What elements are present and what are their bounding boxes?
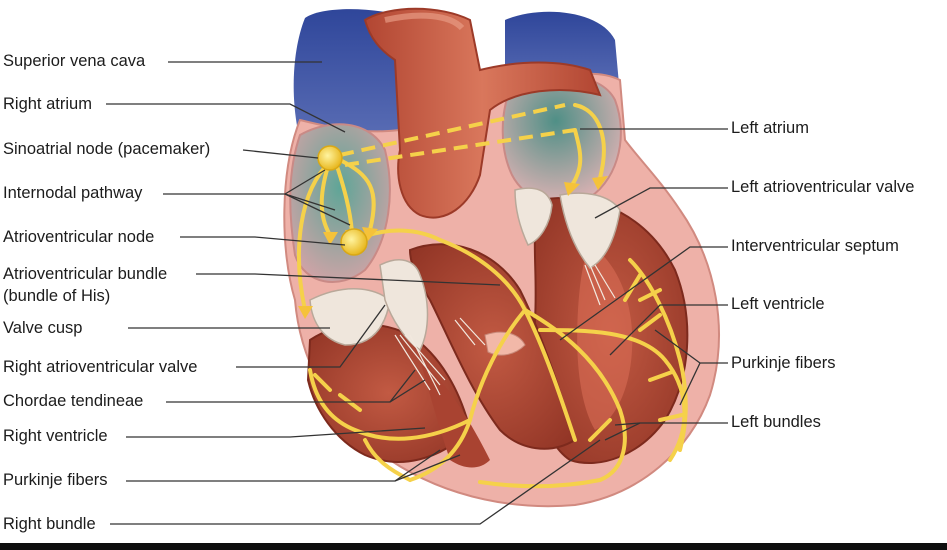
label-right-av-valve: Right atrioventricular valve <box>3 358 198 376</box>
left-leader-lines <box>106 61 601 525</box>
atrioventricular-node-shape <box>340 228 368 256</box>
right-leader-lines <box>559 128 728 441</box>
label-interventricular-septum: Interventricular septum <box>731 237 899 255</box>
label-left-atrium: Left atrium <box>731 119 809 137</box>
label-atrioventricular-node: Atrioventricular node <box>3 228 155 246</box>
label-left-av-valve: Left atrioventricular valve <box>731 178 915 196</box>
left-ventricle-muscle <box>532 197 689 465</box>
label-purkinje-fibers-left: Purkinje fibers <box>3 471 108 489</box>
right-av-valve-shape <box>309 259 429 352</box>
label-sinoatrial-node: Sinoatrial node (pacemaker) <box>3 140 211 158</box>
label-purkinje-fibers-right: Purkinje fibers <box>731 354 836 372</box>
label-atrioventricular-bundle: Atrioventricular bundle <box>3 265 168 283</box>
label-valve-cusp: Valve cusp <box>3 319 83 337</box>
chordae-tendineae-strands <box>394 264 616 396</box>
label-left-ventricle: Left ventricle <box>731 295 825 313</box>
label-right-bundle: Right bundle <box>3 515 96 533</box>
bottom-border-bar <box>0 543 947 550</box>
label-right-ventricle: Right ventricle <box>3 427 108 445</box>
sinoatrial-node-shape <box>317 145 343 171</box>
label-bundle-of-his: (bundle of His) <box>3 287 111 305</box>
label-superior-vena-cava: Superior vena cava <box>3 52 146 70</box>
label-left-bundles: Left bundles <box>731 413 821 431</box>
label-right-atrium: Right atrium <box>3 95 92 113</box>
superior-vena-cava-shape <box>293 9 400 147</box>
label-internodal-pathway: Internodal pathway <box>3 184 143 202</box>
label-chordae-tendineae: Chordae tendineae <box>3 392 144 410</box>
interatrial-dashed-pathways <box>339 103 576 167</box>
